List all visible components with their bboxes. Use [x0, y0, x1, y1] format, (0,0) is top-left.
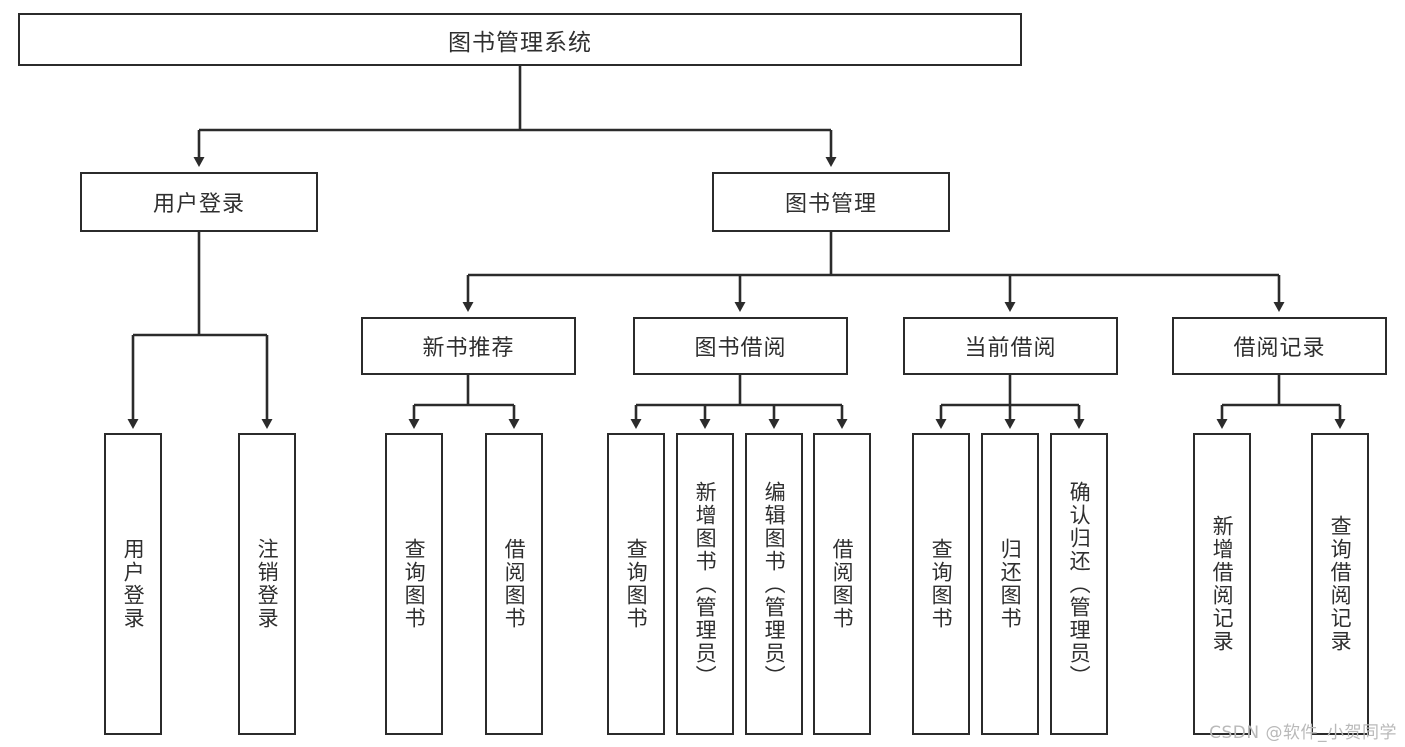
- node-label: 查询借阅记录: [1328, 515, 1353, 653]
- node-label: 用户登录: [121, 538, 146, 630]
- node-label: 确认归还（管理员）: [1067, 480, 1092, 688]
- node-new-book-recommendation[interactable]: 新书推荐: [361, 317, 576, 375]
- leaf-book-borrow-borrow-book[interactable]: 借阅图书: [813, 433, 871, 735]
- leaf-current-borrow-confirm-return-admin[interactable]: 确认归还（管理员）: [1050, 433, 1108, 735]
- node-label: 归还图书: [998, 538, 1023, 630]
- leaf-new-book-query-book[interactable]: 查询图书: [385, 433, 443, 735]
- node-borrow-record[interactable]: 借阅记录: [1172, 317, 1387, 375]
- leaf-new-book-borrow-book[interactable]: 借阅图书: [485, 433, 543, 735]
- node-label: 查询图书: [402, 538, 427, 630]
- node-label: 当前借阅: [964, 336, 1057, 361]
- node-label: 查询图书: [624, 538, 649, 630]
- leaf-user-login-logout[interactable]: 注销登录: [238, 433, 296, 735]
- node-current-borrow[interactable]: 当前借阅: [903, 317, 1118, 375]
- leaf-book-borrow-edit-book-admin[interactable]: 编辑图书（管理员）: [745, 433, 803, 735]
- leaf-user-login-login[interactable]: 用户登录: [104, 433, 162, 735]
- node-label: 新书推荐: [422, 336, 515, 361]
- node-book-borrow[interactable]: 图书借阅: [633, 317, 848, 375]
- leaf-current-borrow-return-book[interactable]: 归还图书: [981, 433, 1039, 735]
- leaf-current-borrow-query-book[interactable]: 查询图书: [912, 433, 970, 735]
- node-label: 新增借阅记录: [1210, 515, 1235, 653]
- leaf-borrow-record-add-record[interactable]: 新增借阅记录: [1193, 433, 1251, 735]
- node-label: 借阅记录: [1233, 336, 1326, 361]
- leaf-book-borrow-query-book[interactable]: 查询图书: [607, 433, 665, 735]
- node-label: 图书管理系统: [448, 29, 592, 56]
- node-label: 查询图书: [929, 538, 954, 630]
- node-label: 借阅图书: [502, 538, 527, 630]
- node-root-library-management-system[interactable]: 图书管理系统: [18, 13, 1022, 66]
- leaf-borrow-record-query-record[interactable]: 查询借阅记录: [1311, 433, 1369, 735]
- node-book-management[interactable]: 图书管理: [712, 172, 950, 232]
- node-user-login[interactable]: 用户登录: [80, 172, 318, 232]
- node-label: 新增图书（管理员）: [693, 480, 718, 688]
- node-label: 图书管理: [784, 192, 877, 217]
- node-label: 编辑图书（管理员）: [762, 480, 787, 688]
- node-label: 图书借阅: [694, 336, 787, 361]
- node-label: 借阅图书: [830, 538, 855, 630]
- node-label: 用户登录: [152, 192, 245, 217]
- leaf-book-borrow-add-book-admin[interactable]: 新增图书（管理员）: [676, 433, 734, 735]
- csdn-watermark: CSDN @软件_小贺同学: [1209, 723, 1397, 743]
- node-label: 注销登录: [255, 538, 280, 630]
